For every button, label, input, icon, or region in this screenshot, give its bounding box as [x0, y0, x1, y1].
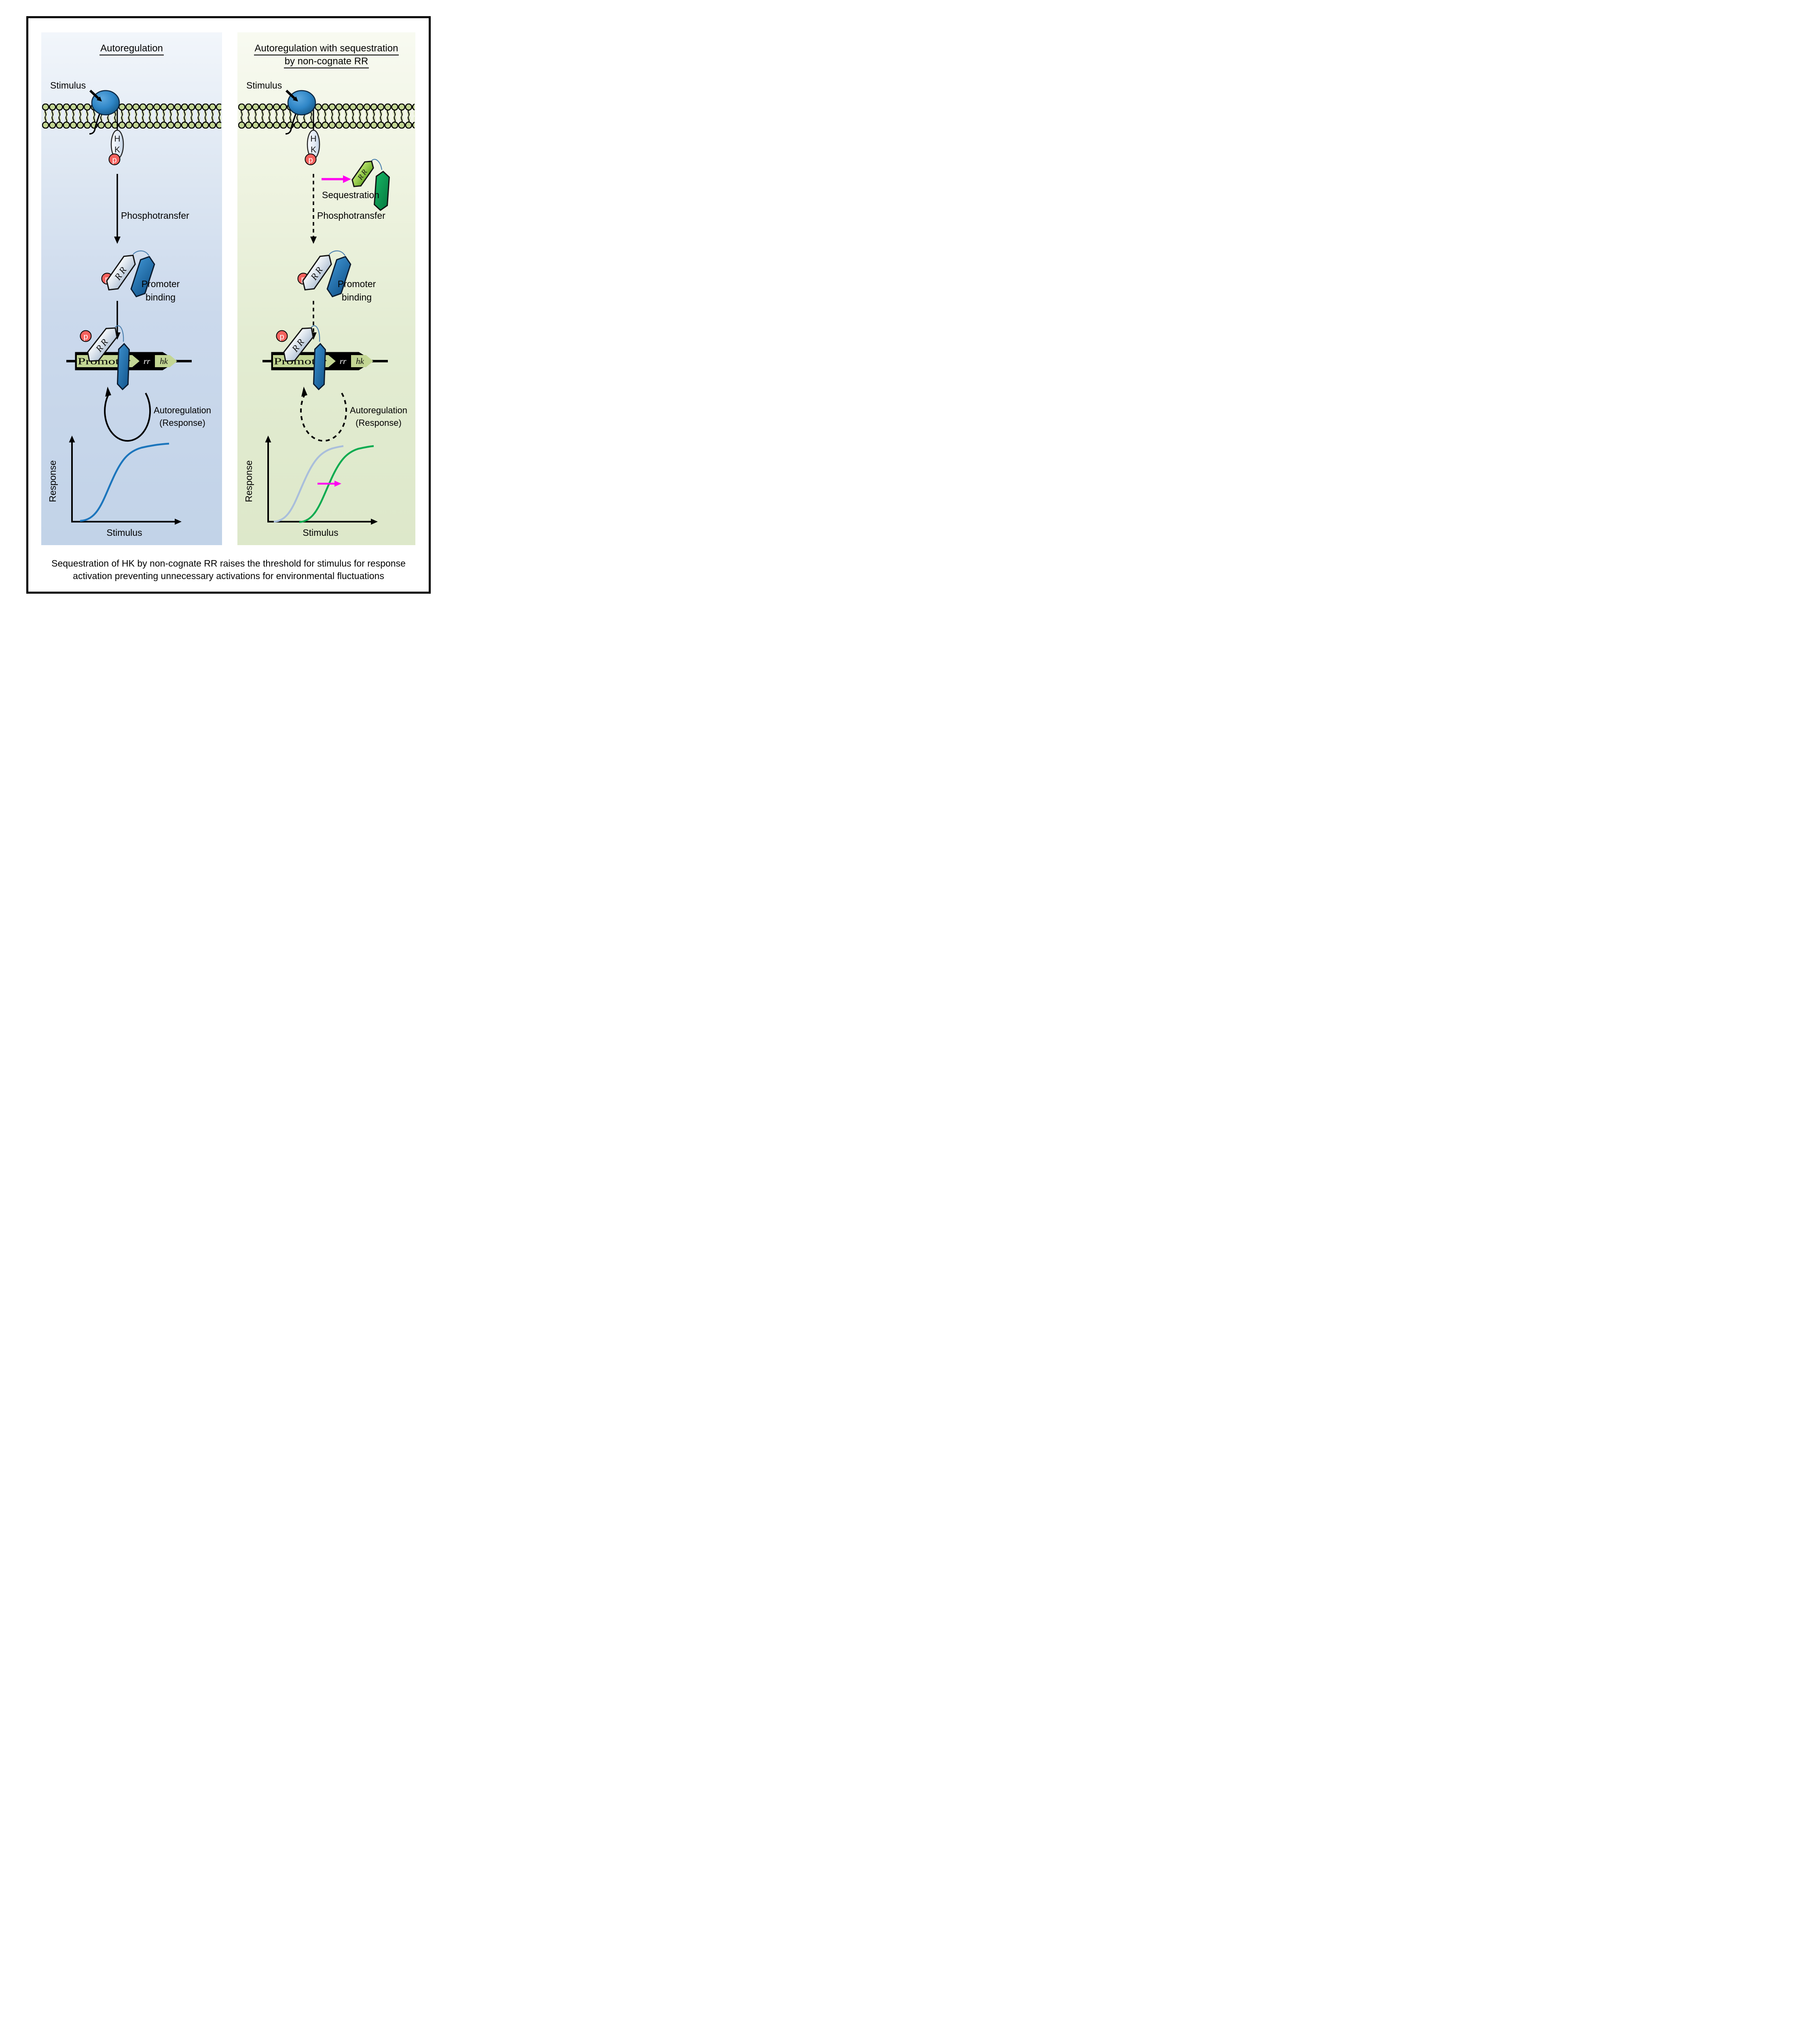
threshold-shift-arrow [317, 480, 341, 487]
rr-receiver-domain-icon: RR [106, 254, 136, 291]
phospho-letter: p [112, 156, 116, 165]
response-curve-green [299, 445, 374, 523]
response-curve-gray [273, 445, 344, 523]
left-panel-title-text: Autoregulation [99, 43, 164, 55]
rr-dna-domain-icon [130, 256, 155, 298]
rr-dna-domain-bound-icon [116, 343, 130, 391]
graph-y-axis-label: Response [243, 460, 254, 502]
response-graph [69, 436, 182, 525]
autoregulation-loop-arrow [104, 387, 151, 442]
hk-gene-label: hk [160, 356, 168, 366]
left-panel-title: Autoregulation [41, 42, 222, 55]
hk-gene-box-icon [351, 355, 373, 367]
graph-x-axis-label: Stimulus [106, 527, 142, 538]
left-panel: H K p p RR [41, 32, 222, 545]
sensor-receptor-icon [91, 90, 120, 116]
autoregulation-label: Autoregulation (Response) [154, 405, 211, 428]
promoter-binding-label: Promoter binding [337, 279, 376, 302]
noncognate-rr-receiver-icon: RR [351, 161, 374, 187]
phospho-letter: p [83, 332, 88, 341]
rr-linker-icon [115, 325, 124, 342]
membrane-bilayer-icon [238, 104, 415, 129]
rr-gene-label: rr [144, 356, 150, 366]
figure-frame: H K p p RR [26, 16, 431, 594]
promoter-binding-label: Promoter binding [141, 279, 180, 302]
rr-linker-icon [133, 250, 149, 256]
hk-letter-k: K [311, 145, 316, 154]
caption-line-1: Sequestration of HK by non-cognate RR ra… [51, 558, 406, 569]
rr-dna-domain-bound-icon [313, 343, 326, 391]
phospho-group-icon [276, 330, 288, 342]
right-panel-art: H K p RR p [238, 89, 415, 525]
right-panel-title: Autoregulation with sequestration by non… [237, 42, 415, 69]
sequestration-arrow [322, 175, 351, 183]
phosphotransfer-arrow [310, 174, 317, 244]
sensor-receptor-icon [287, 90, 316, 116]
rr-receiver-bound-icon: RR [87, 327, 118, 362]
phospho-letter: p [279, 332, 284, 341]
rr-linker-icon [371, 159, 383, 170]
hk-letter-k: K [114, 145, 120, 154]
rr-gene-label: rr [340, 356, 347, 366]
right-panel: H K p RR p [237, 32, 415, 545]
receptor-tail-line [89, 106, 103, 135]
hk-gene-box-icon [155, 355, 177, 367]
figure-page: H K p p RR [0, 0, 455, 607]
noncognate-rr-dna-domain-icon [374, 171, 390, 211]
rr-linker-icon [311, 325, 320, 342]
phosphotransfer-label: Phosphotransfer [317, 210, 385, 221]
graph-x-axis-label: Stimulus [303, 527, 339, 538]
stimulus-label: Stimulus [246, 80, 282, 91]
stimulus-arrow-icon [285, 89, 298, 102]
right-panel-title-line1: Autoregulation with sequestration [254, 43, 399, 55]
rr-linker-icon [329, 250, 345, 256]
left-panel-art: H K p p RR [42, 89, 221, 525]
membrane-bilayer-icon [42, 104, 221, 129]
hk-letter-h: H [310, 134, 316, 144]
phosphotransfer-label: Phosphotransfer [121, 210, 189, 221]
caption-line-2: activation preventing unnecessary activa… [73, 571, 384, 582]
phospho-letter: p [308, 156, 313, 165]
phospho-group-icon [80, 330, 92, 342]
autoregulation-loop-arrow [300, 387, 347, 442]
autoregulation-label: Autoregulation (Response) [350, 405, 407, 428]
stimulus-label: Stimulus [50, 80, 86, 91]
receptor-tail-line [285, 106, 299, 135]
hk-gene-label: hk [356, 356, 364, 366]
response-graph [265, 436, 378, 525]
rr-dna-domain-icon [326, 256, 351, 298]
sequestration-label: Sequestration [322, 190, 379, 200]
stimulus-arrow-icon [89, 89, 102, 102]
phospho-group-icon [305, 153, 317, 165]
graph-y-axis-label: Response [47, 460, 58, 502]
phospho-group-icon [108, 153, 121, 165]
hk-letter-h: H [114, 134, 120, 144]
right-panel-title-line2: by non-cognate RR [284, 56, 369, 69]
phosphotransfer-arrow [114, 174, 121, 244]
figure-caption: Sequestration of HK by non-cognate RR ra… [36, 557, 421, 582]
response-curve-blue [80, 442, 169, 522]
